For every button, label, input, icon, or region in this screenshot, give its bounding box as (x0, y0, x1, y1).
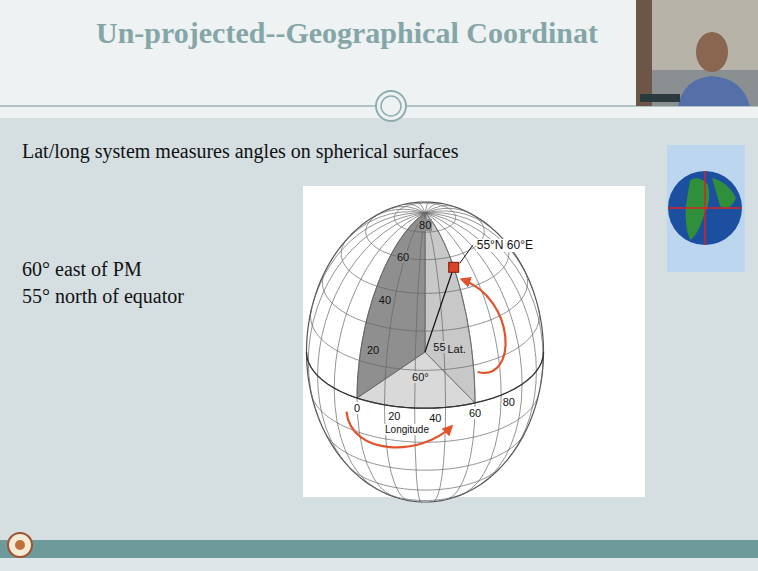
body-text: Lat/long system measures angles on spher… (22, 140, 459, 163)
longitude-number: 60 (468, 407, 482, 419)
equator-line (307, 352, 544, 408)
angle-label: Lat. (446, 343, 466, 355)
axis-label: Longitude (384, 424, 430, 435)
latitude-number: 60 (396, 251, 410, 263)
webcam-nametag (640, 94, 680, 102)
logo (8, 533, 32, 557)
graticule (307, 202, 544, 502)
angle-label: 55 (432, 341, 446, 353)
location-marker (449, 262, 459, 272)
longitude-number: 40 (428, 412, 442, 424)
footer-band (0, 540, 758, 558)
webcam-head (696, 32, 728, 72)
globe-icon-panel (667, 145, 745, 272)
latitude-number: 80 (418, 219, 432, 231)
globe-icon-land (712, 178, 736, 208)
slide-title: Un-projected--Geographical Coordinat (96, 16, 598, 50)
header-ornament (381, 96, 401, 116)
globe-icon-land (686, 178, 710, 240)
body-ground (0, 118, 758, 540)
point-label: 55°N 60°E (476, 239, 534, 252)
radius-line (425, 267, 454, 352)
webcam-wall (636, 0, 758, 70)
logo (15, 540, 25, 550)
angle-label: 60° (411, 371, 430, 383)
webcam-frame (636, 0, 758, 106)
body-text: 60° east of PM (22, 258, 142, 281)
globe-icon-meridian (704, 171, 706, 245)
webcam-body (678, 76, 750, 106)
globe-icon (668, 171, 742, 245)
body-text: 55° north of equator (22, 285, 184, 308)
globe (307, 202, 544, 502)
footer-ground (0, 558, 758, 571)
latitude-number: 20 (366, 344, 380, 356)
globe-outline (307, 202, 544, 502)
longitude-number: 80 (502, 396, 516, 408)
longitude-number: 20 (387, 410, 401, 422)
latitude-number: 40 (378, 294, 392, 306)
globe-overlay (346, 245, 505, 447)
longitude-number: 0 (353, 402, 361, 414)
leader-line (460, 245, 473, 263)
latitude-arrow (462, 279, 506, 373)
webcam-door (636, 0, 652, 106)
header-ornament (376, 91, 406, 121)
